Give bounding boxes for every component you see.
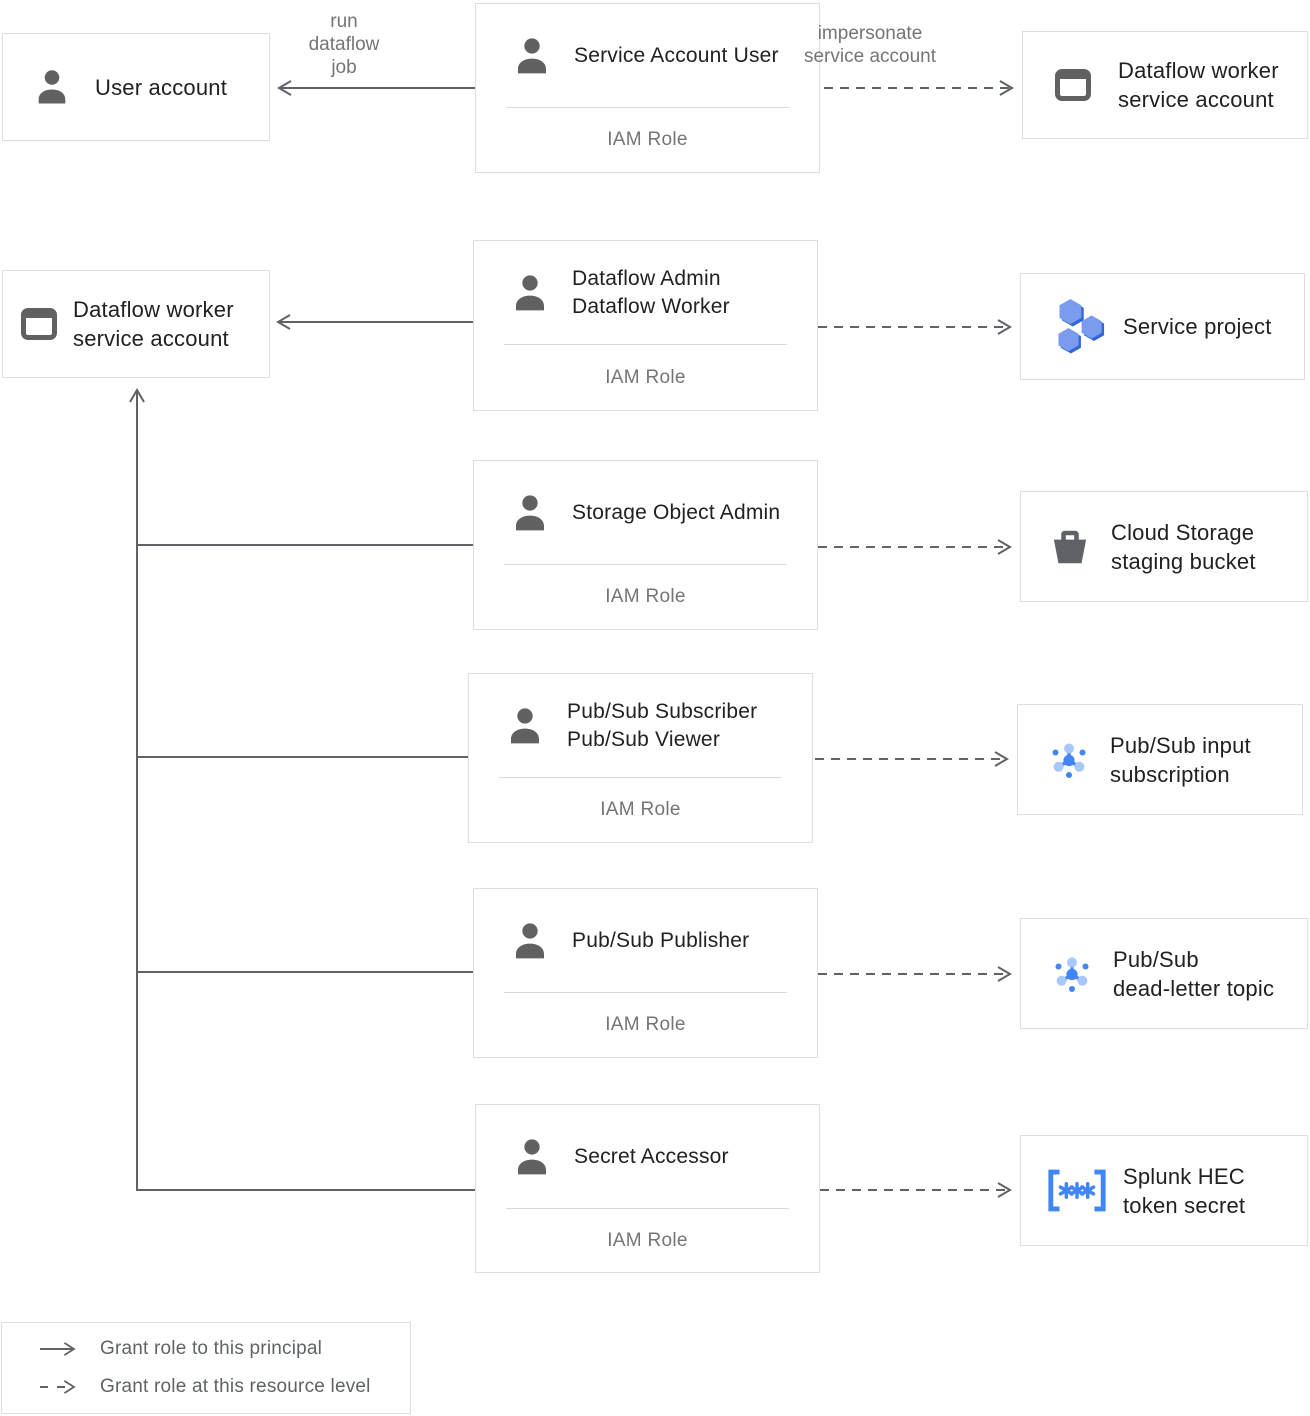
pubsub-icon <box>1048 739 1090 781</box>
edge-trunk-to-worker-sa <box>129 388 475 1191</box>
service-account-icon <box>1055 69 1091 101</box>
node-label: Cloud Storage staging bucket <box>1111 518 1256 576</box>
node-label-line: staging bucket <box>1111 548 1256 574</box>
legend-dashed-label: Grant role at this resource level <box>100 1375 371 1397</box>
divider <box>504 992 787 993</box>
node-dataflow-worker-service-account-top: Dataflow worker service account <box>1022 31 1308 139</box>
edge-label-line: dataflow <box>308 34 380 55</box>
person-icon <box>510 919 550 963</box>
node-label-line: dead-letter topic <box>1113 975 1275 1001</box>
node-service-project: Service project <box>1020 273 1305 380</box>
node-label-line: Dataflow worker <box>73 297 234 322</box>
node-label-line: Splunk HEC <box>1123 1163 1245 1189</box>
edge-label-impersonate: impersonate service account <box>804 22 936 68</box>
node-cloud-storage-staging-bucket: Cloud Storage staging bucket <box>1020 491 1308 602</box>
node-label-line: service account <box>73 326 229 351</box>
divider <box>499 777 782 778</box>
role-title-line: Pub/Sub Viewer <box>567 727 721 751</box>
role-title-line: Pub/Sub Subscriber <box>567 699 758 723</box>
iam-role-caption: IAM Role <box>605 1014 686 1035</box>
node-label-line: subscription <box>1110 761 1230 787</box>
user-icon <box>33 66 71 108</box>
node-pubsub-dead-letter-topic: Pub/Sub dead-letter topic <box>1020 918 1308 1029</box>
role-box-secret-accessor: Secret Accessor IAM Role <box>475 1104 820 1273</box>
role-title: Dataflow Admin Dataflow Worker <box>572 265 730 321</box>
person-icon <box>510 271 550 315</box>
node-splunk-hec-token-secret: Splunk HEC token secret <box>1020 1135 1308 1246</box>
service-account-icon <box>21 308 57 340</box>
node-label: Service project <box>1123 312 1272 341</box>
iam-role-caption: IAM Role <box>605 586 686 607</box>
edge-label-line: job <box>331 57 357 78</box>
edge-label-line: run <box>330 11 358 32</box>
person-icon <box>512 34 552 78</box>
node-label-line: Pub/Sub input <box>1110 732 1251 758</box>
divider <box>506 1208 789 1209</box>
iam-role-caption: IAM Role <box>607 1229 688 1251</box>
role-title-line: Dataflow Admin <box>572 266 721 290</box>
node-label-line: Pub/Sub <box>1113 946 1199 972</box>
role-box-service-account-user: Service Account User IAM Role <box>475 3 820 173</box>
node-label: User account <box>95 73 227 102</box>
node-label: Pub/Sub input subscription <box>1110 731 1251 789</box>
divider <box>504 344 787 345</box>
divider <box>506 107 789 108</box>
node-label-line: Dataflow worker <box>1118 58 1279 83</box>
solid-arrow-icon <box>38 1340 82 1358</box>
project-hexagons-icon <box>1055 297 1109 357</box>
role-title: Pub/Sub Publisher <box>572 927 749 955</box>
node-label-line: Cloud Storage <box>1111 519 1255 545</box>
iam-role-caption: IAM Role <box>605 366 686 388</box>
role-title: Secret Accessor <box>574 1143 729 1171</box>
role-title-line: Service Account User <box>574 43 779 67</box>
secret-icon <box>1045 1167 1109 1214</box>
divider <box>504 564 787 565</box>
role-title: Pub/Sub Subscriber Pub/Sub Viewer <box>567 698 757 754</box>
person-icon <box>512 1135 552 1179</box>
legend: Grant role to this principal Grant role … <box>1 1322 411 1414</box>
role-title: Service Account User <box>574 42 779 70</box>
person-icon <box>505 704 545 748</box>
legend-solid-label: Grant role to this principal <box>100 1338 323 1360</box>
iam-role-caption: IAM Role <box>607 129 688 150</box>
node-label: Dataflow worker service account <box>73 295 234 353</box>
node-user-account: User account <box>2 33 270 141</box>
node-pubsub-input-subscription: Pub/Sub input subscription <box>1017 704 1303 815</box>
role-box-pubsub-subscriber-viewer: Pub/Sub Subscriber Pub/Sub Viewer IAM Ro… <box>468 673 813 843</box>
pubsub-icon <box>1051 953 1093 995</box>
node-label-line: User account <box>95 74 228 100</box>
role-box-storage-object-admin: Storage Object Admin IAM Role <box>473 460 818 630</box>
dashed-arrow-icon <box>38 1378 82 1396</box>
node-label: Pub/Sub dead-letter topic <box>1113 945 1274 1003</box>
role-title: Storage Object Admin <box>572 499 780 527</box>
edge-label-line: impersonate <box>817 23 923 44</box>
edge-label-line: service account <box>803 46 937 67</box>
role-title-line: Pub/Sub Publisher <box>572 928 750 952</box>
node-label-line: token secret <box>1123 1192 1246 1218</box>
legend-row-solid: Grant role to this principal <box>38 1338 410 1360</box>
role-title-line: Secret Accessor <box>574 1144 729 1168</box>
node-label-line: service account <box>1118 87 1274 112</box>
role-box-pubsub-publisher: Pub/Sub Publisher IAM Role <box>473 888 818 1058</box>
node-dataflow-worker-service-account-left: Dataflow worker service account <box>2 270 270 378</box>
node-label: Splunk HEC token secret <box>1123 1162 1245 1220</box>
storage-bucket-icon <box>1049 526 1091 568</box>
person-icon <box>510 491 550 535</box>
role-title-line: Dataflow Worker <box>572 294 730 318</box>
node-label-line: Service project <box>1123 314 1272 339</box>
node-label: Dataflow worker service account <box>1118 56 1279 114</box>
iam-role-caption: IAM Role <box>600 799 681 820</box>
role-title-line: Storage Object Admin <box>572 500 781 524</box>
legend-row-dashed: Grant role at this resource level <box>38 1376 410 1398</box>
edge-label-run-dataflow-job: run dataflow job <box>309 10 380 79</box>
role-box-dataflow-admin-worker: Dataflow Admin Dataflow Worker IAM Role <box>473 240 818 411</box>
